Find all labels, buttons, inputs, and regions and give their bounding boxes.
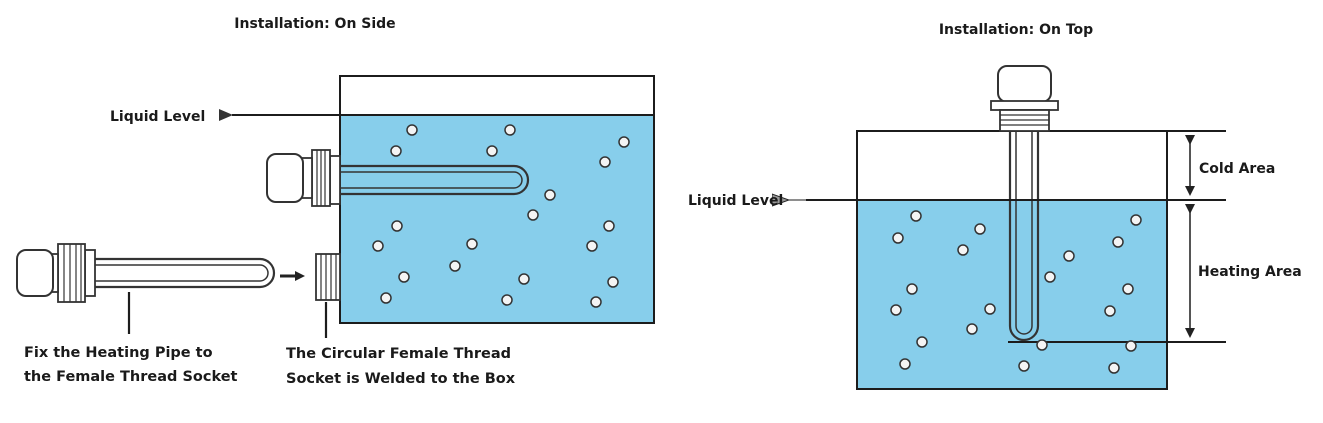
- right-title: Installation: On Top: [939, 22, 1093, 38]
- top-heater-nut: [990, 100, 1059, 111]
- heating-area-label: Heating Area: [1198, 264, 1302, 280]
- installed-heater: [266, 149, 530, 207]
- top-heater-pipe: [1008, 131, 1040, 342]
- pipe-caption-line1: Fix the Heating Pipe to: [24, 345, 213, 361]
- socket-caption-line1: The Circular Female Thread: [286, 346, 511, 362]
- right-panel: Installation: On Top Liquid Level Cold A…: [688, 22, 1302, 390]
- top-heater-cap: [997, 65, 1052, 103]
- pipe-caption-line2: the Female Thread Socket: [24, 369, 238, 385]
- left-tank-water: [340, 115, 654, 323]
- left-title: Installation: On Side: [234, 16, 395, 32]
- top-heater-pipe-inner: [1015, 131, 1033, 335]
- left-liquid-level-label: Liquid Level: [110, 109, 205, 125]
- right-liquid-level-label: Liquid Level: [688, 193, 783, 209]
- loose-heater-cap: [16, 249, 54, 297]
- installed-heater-pipe: [340, 164, 530, 196]
- socket-caption-line2: Socket is Welded to the Box: [286, 371, 516, 387]
- loose-heater: [16, 243, 276, 303]
- cold-area-label: Cold Area: [1199, 161, 1275, 177]
- loose-heater-flange: [84, 249, 96, 297]
- welded-socket: [315, 253, 341, 301]
- left-bubbles: [372, 124, 630, 308]
- top-heater: [990, 65, 1059, 342]
- installed-heater-pipe-inner: [340, 171, 523, 189]
- installed-heater-cap: [266, 153, 304, 203]
- right-bubbles: [890, 210, 1142, 374]
- installed-heater-flange: [329, 155, 341, 205]
- loose-heater-pipe: [95, 257, 276, 289]
- loose-heater-pipe-inner: [95, 264, 269, 282]
- right-tank-water: [857, 200, 1167, 389]
- left-panel: Installation: On Side Liquid Level: [16, 16, 655, 387]
